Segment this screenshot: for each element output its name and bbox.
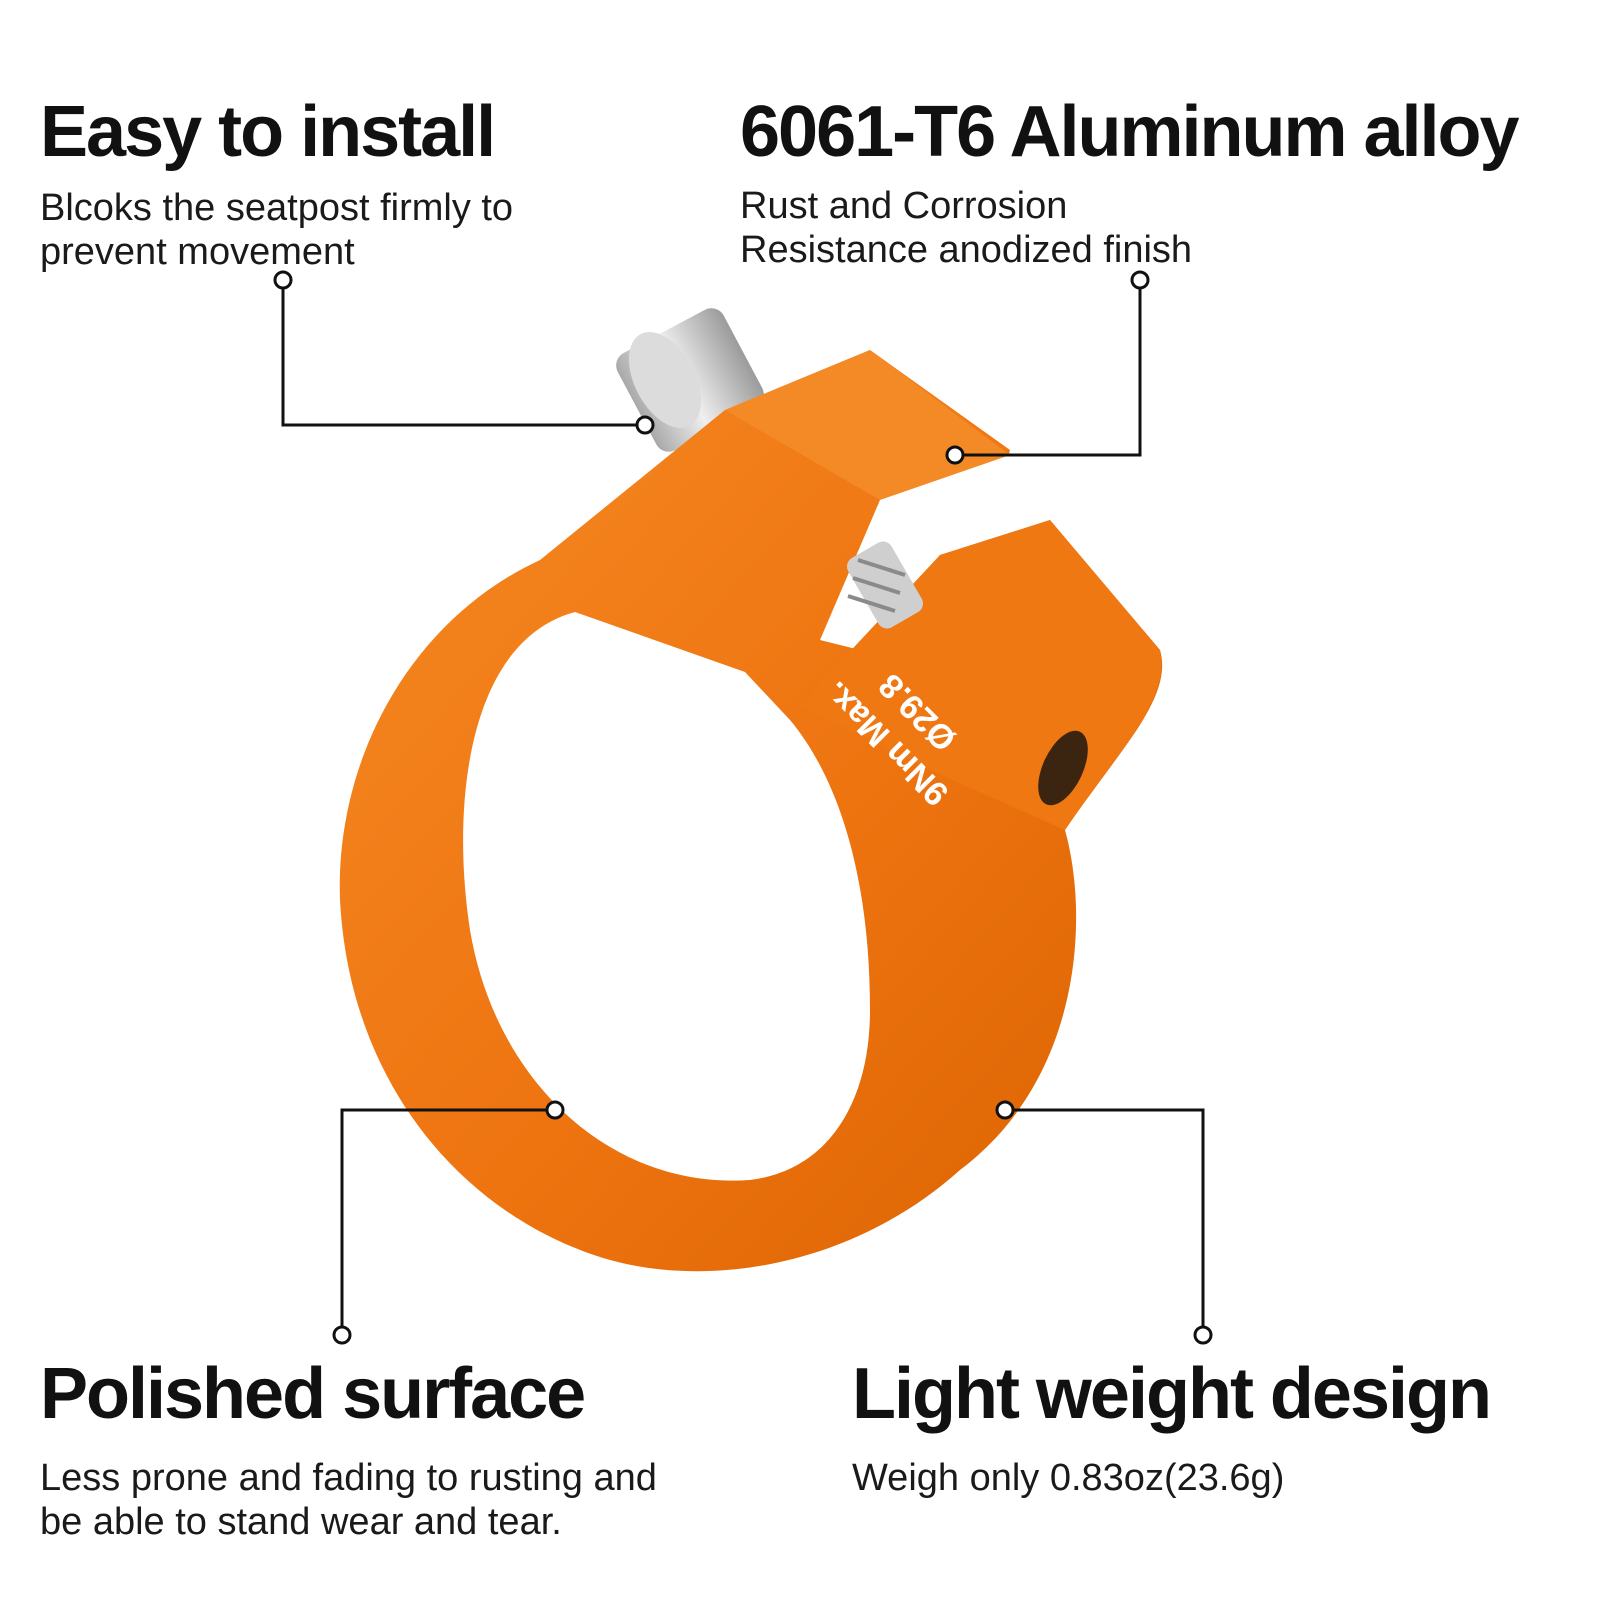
feature-title: Light weight design [852,1354,1492,1434]
feature-description: Weigh only 0.83oz(23.6g) [852,1456,1490,1500]
feature-title: Polished surface [40,1354,586,1434]
feature-title: 6061-T6 Aluminum alloy [740,92,1520,172]
feature-polished-surface: Polished surface Less prone and fading t… [40,1358,657,1544]
callout-line-alloy [945,270,1150,465]
feature-description: Rust and Corrosion Resistance anodized f… [740,184,1518,272]
feature-desc-line: Blcoks the seatpost firmly to [40,187,514,229]
feature-description: Blcoks the seatpost firmly to prevent mo… [40,186,513,274]
feature-desc-line: prevent movement [40,231,355,273]
clamp-top-face [725,350,1010,500]
feature-desc-line: Rust and Corrosion [740,185,1068,227]
feature-light-weight: Light weight design Weigh only 0.83oz(23… [852,1354,1492,1500]
feature-easy-install: Easy to install Blcoks the seatpost firm… [40,96,513,274]
callout-line-install [273,270,655,435]
feature-title: Easy to install [40,92,496,172]
feature-desc-line: Resistance anodized finish [740,229,1193,271]
side-bolt-hole [1038,730,1088,806]
feature-desc-line: Less prone and fading to rusting and [40,1457,657,1499]
callout-line-polished [332,1100,565,1345]
callout-line-weight [995,1100,1213,1345]
feature-desc-line: Weigh only 0.83oz(23.6g) [852,1457,1285,1499]
feature-description: Less prone and fading to rusting and be … [40,1456,657,1544]
bolt-thread [847,541,923,629]
feature-aluminum-alloy: 6061-T6 Aluminum alloy Rust and Corrosio… [740,92,1520,272]
feature-desc-line: be able to stand wear and tear. [40,1501,562,1543]
